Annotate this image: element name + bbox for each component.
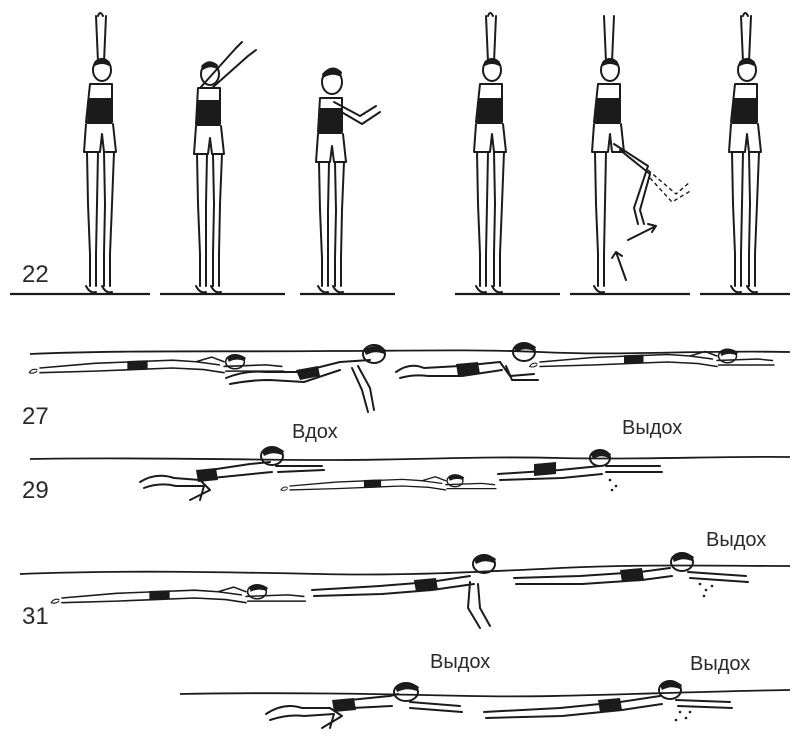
standing-exercise-row: 22 [10, 13, 790, 294]
swim-row-29: 29 [22, 447, 790, 504]
standing-figure-knee-raise [592, 16, 692, 292]
caption-exhale-row27: Выдох [622, 417, 682, 439]
standing-figure-arms-up-2 [474, 13, 506, 292]
figure-number-31: 31 [22, 603, 49, 630]
standing-figure-arms-up-3 [729, 13, 761, 292]
standing-figure-hands-chest [316, 67, 380, 292]
caption-inhale: Вдох [292, 421, 338, 443]
caption-exhale-left: Выдох [430, 651, 490, 673]
swimmer-glide-3 [281, 474, 496, 490]
figure-number-27: 27 [22, 403, 49, 430]
swim-row-27: 27 Вдох Выдох [22, 343, 790, 443]
swimmer-exhale-3 [484, 681, 732, 721]
swimmer-arm-stroke [226, 345, 386, 412]
standing-figure-arms-forward [194, 42, 256, 292]
swimmer-glide-4 [51, 584, 305, 603]
swim-row-31: Выдох 31 [20, 529, 790, 630]
swimmer-breathing [396, 343, 538, 380]
arrow-up-icon [612, 252, 626, 280]
caption-exhale-right: Выдох [690, 653, 750, 675]
figure-number-29: 29 [22, 477, 49, 504]
standing-figure-arms-up [84, 13, 116, 292]
swim-row-bottom: Выдох Выдох [180, 651, 790, 728]
caption-exhale-row31: Выдох [706, 529, 766, 551]
swimmer-exhale [498, 450, 662, 491]
figure-number-22: 22 [22, 261, 49, 288]
swimmer-arm-pull [312, 555, 496, 628]
swimmer-exhale-2 [514, 553, 748, 597]
arrow-forward-icon [628, 224, 656, 240]
swimmer-kick [140, 447, 324, 500]
swimmer-glide-1 [29, 354, 283, 373]
swimmer-kick-2 [266, 683, 462, 729]
